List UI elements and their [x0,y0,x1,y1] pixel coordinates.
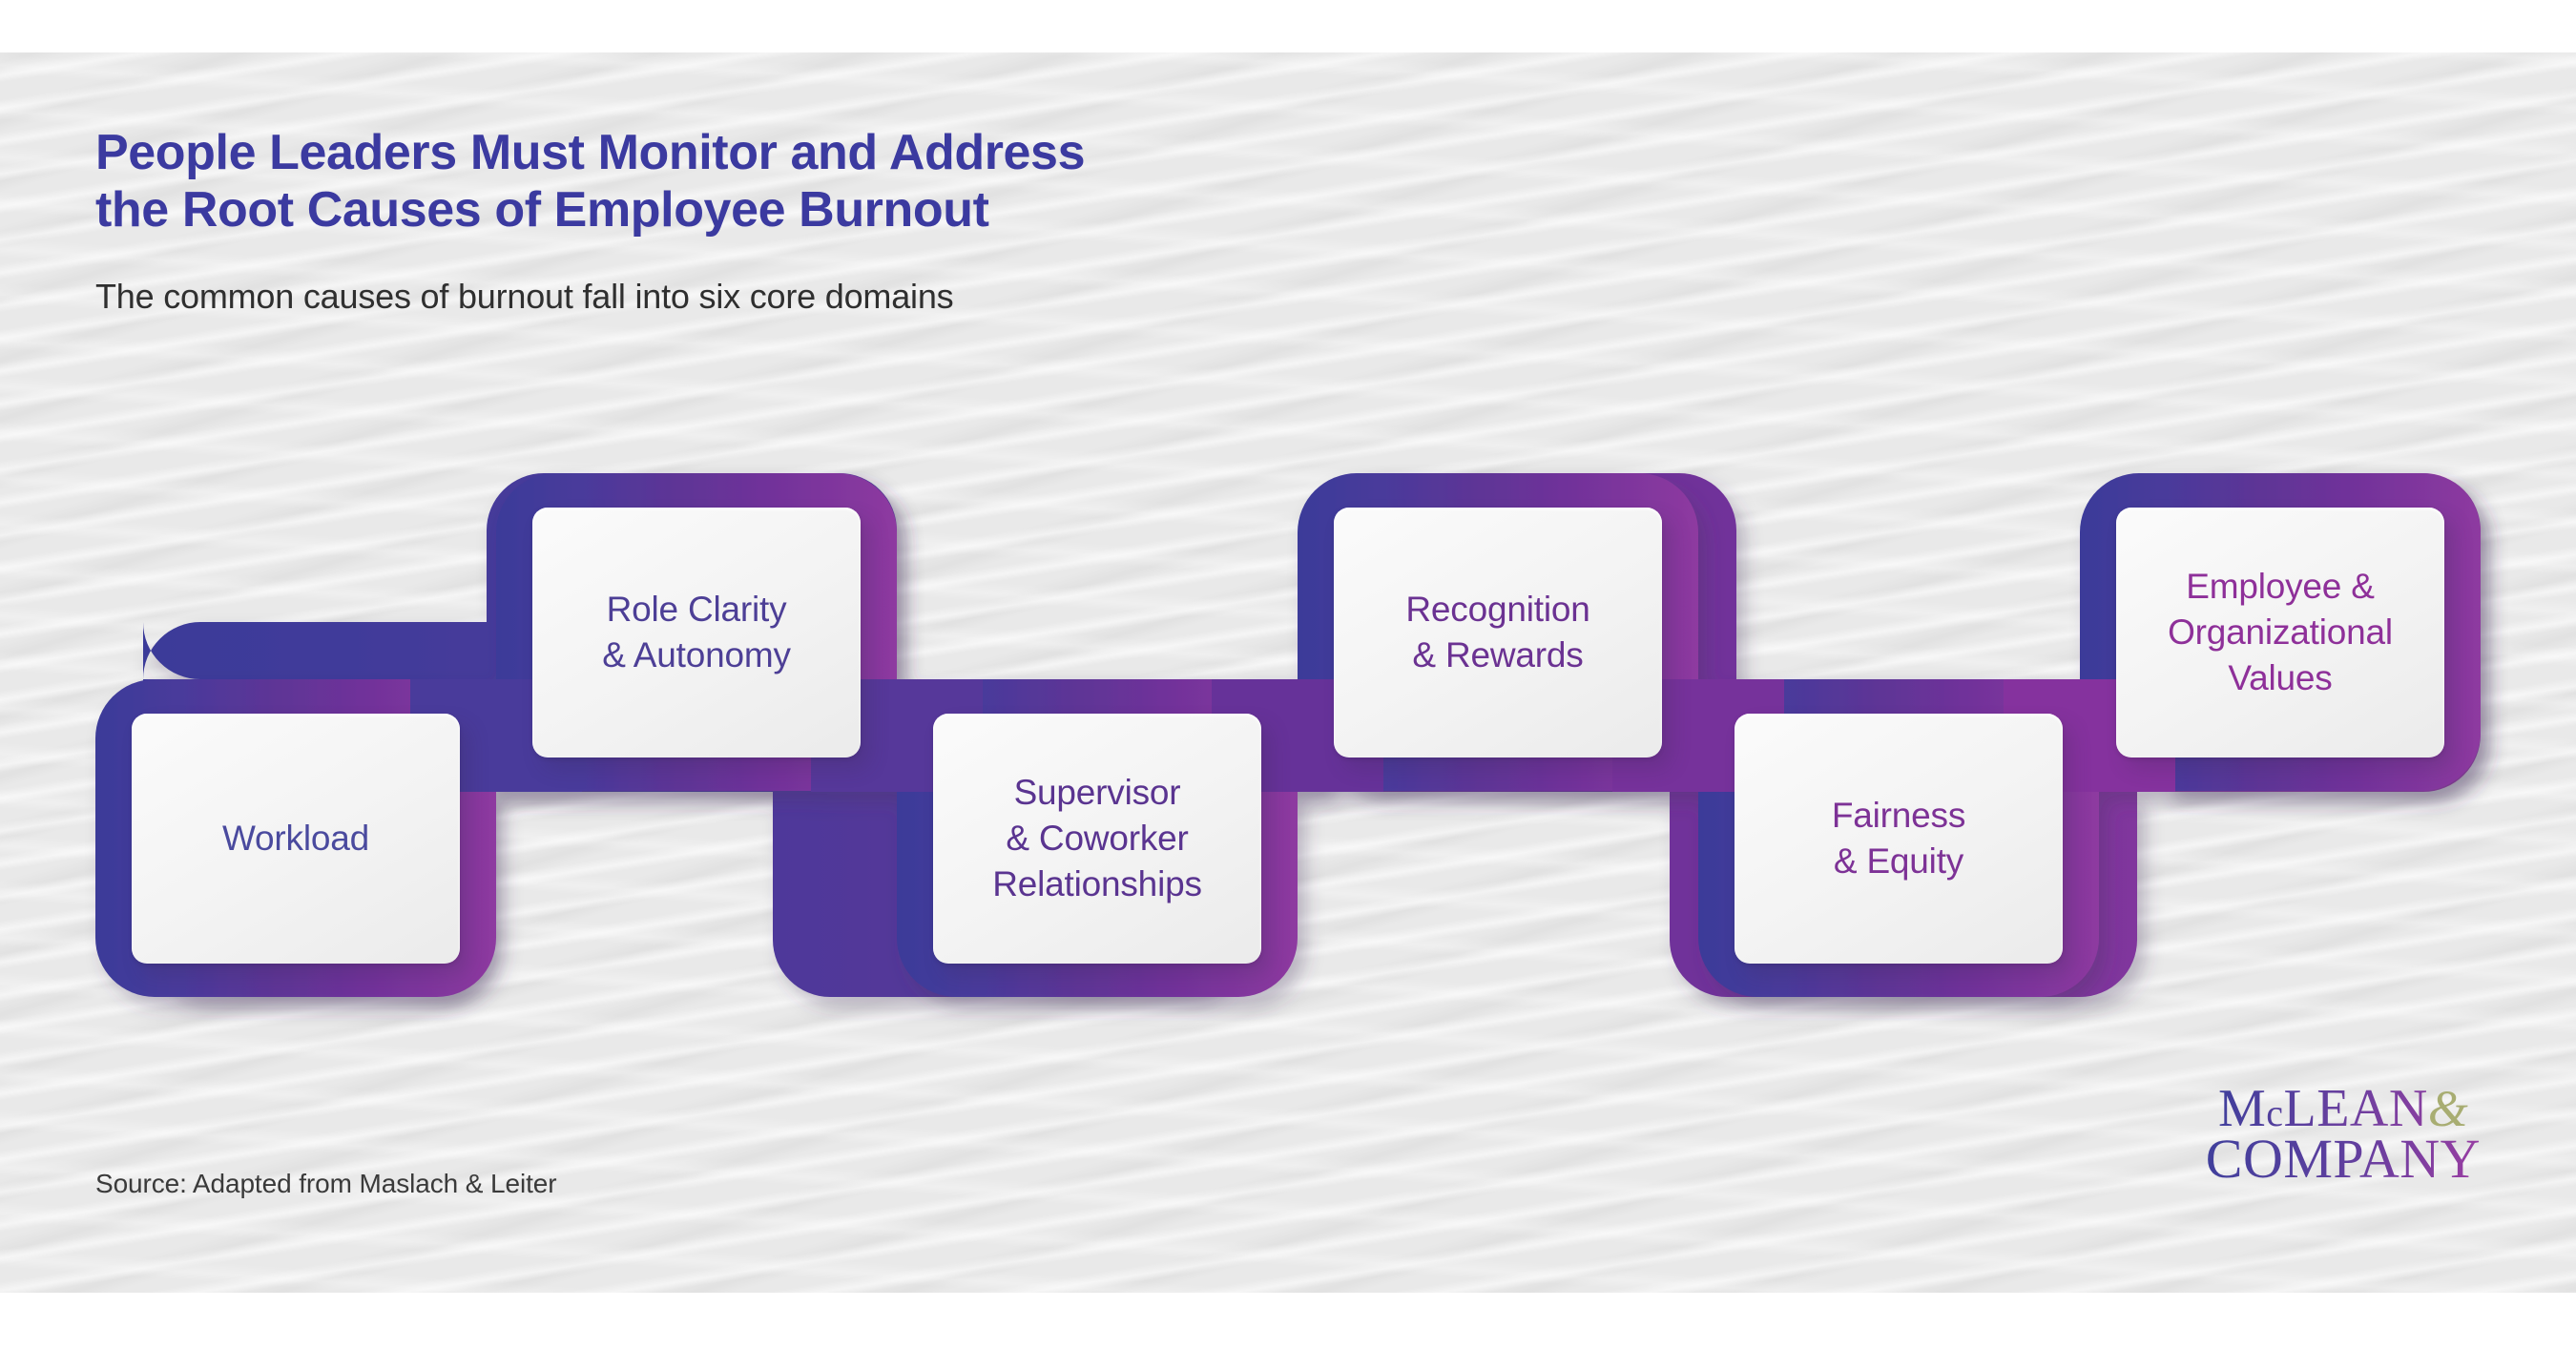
domain-card-label: Recognition & Rewards [1334,508,1662,758]
domain-cell-3[interactable]: Supervisor & Coworker Relationships [933,714,1261,964]
page-subtitle: The common causes of burnout fall into s… [95,277,954,316]
page-title: People Leaders Must Monitor and Address … [95,125,1086,239]
domain-cell-1[interactable]: Workload [132,714,460,964]
domain-card-label: Fairness & Equity [1735,714,2063,964]
source-note: Source: Adapted from Maslach & Leiter [95,1169,557,1198]
domain-cell-5[interactable]: Fairness & Equity [1735,714,2063,964]
domain-card-label: Role Clarity & Autonomy [532,508,861,758]
domain-cell-2[interactable]: Role Clarity & Autonomy [532,508,861,758]
logo-line-two: COMPANY [2205,1128,2481,1191]
domain-card-label: Supervisor & Coworker Relationships [933,714,1261,964]
domain-card-label: Workload [132,714,460,964]
logo-line-one: McLEAN [2218,1083,2428,1134]
mclean-company-logo: McLEAN& COMPANY [2206,1083,2481,1187]
domain-cell-6[interactable]: Employee & Organizational Values [2116,508,2444,758]
domain-card-label: Employee & Organizational Values [2116,508,2444,758]
logo-ampersand: & [2427,1080,2468,1137]
domain-cell-4[interactable]: Recognition & Rewards [1334,508,1662,758]
